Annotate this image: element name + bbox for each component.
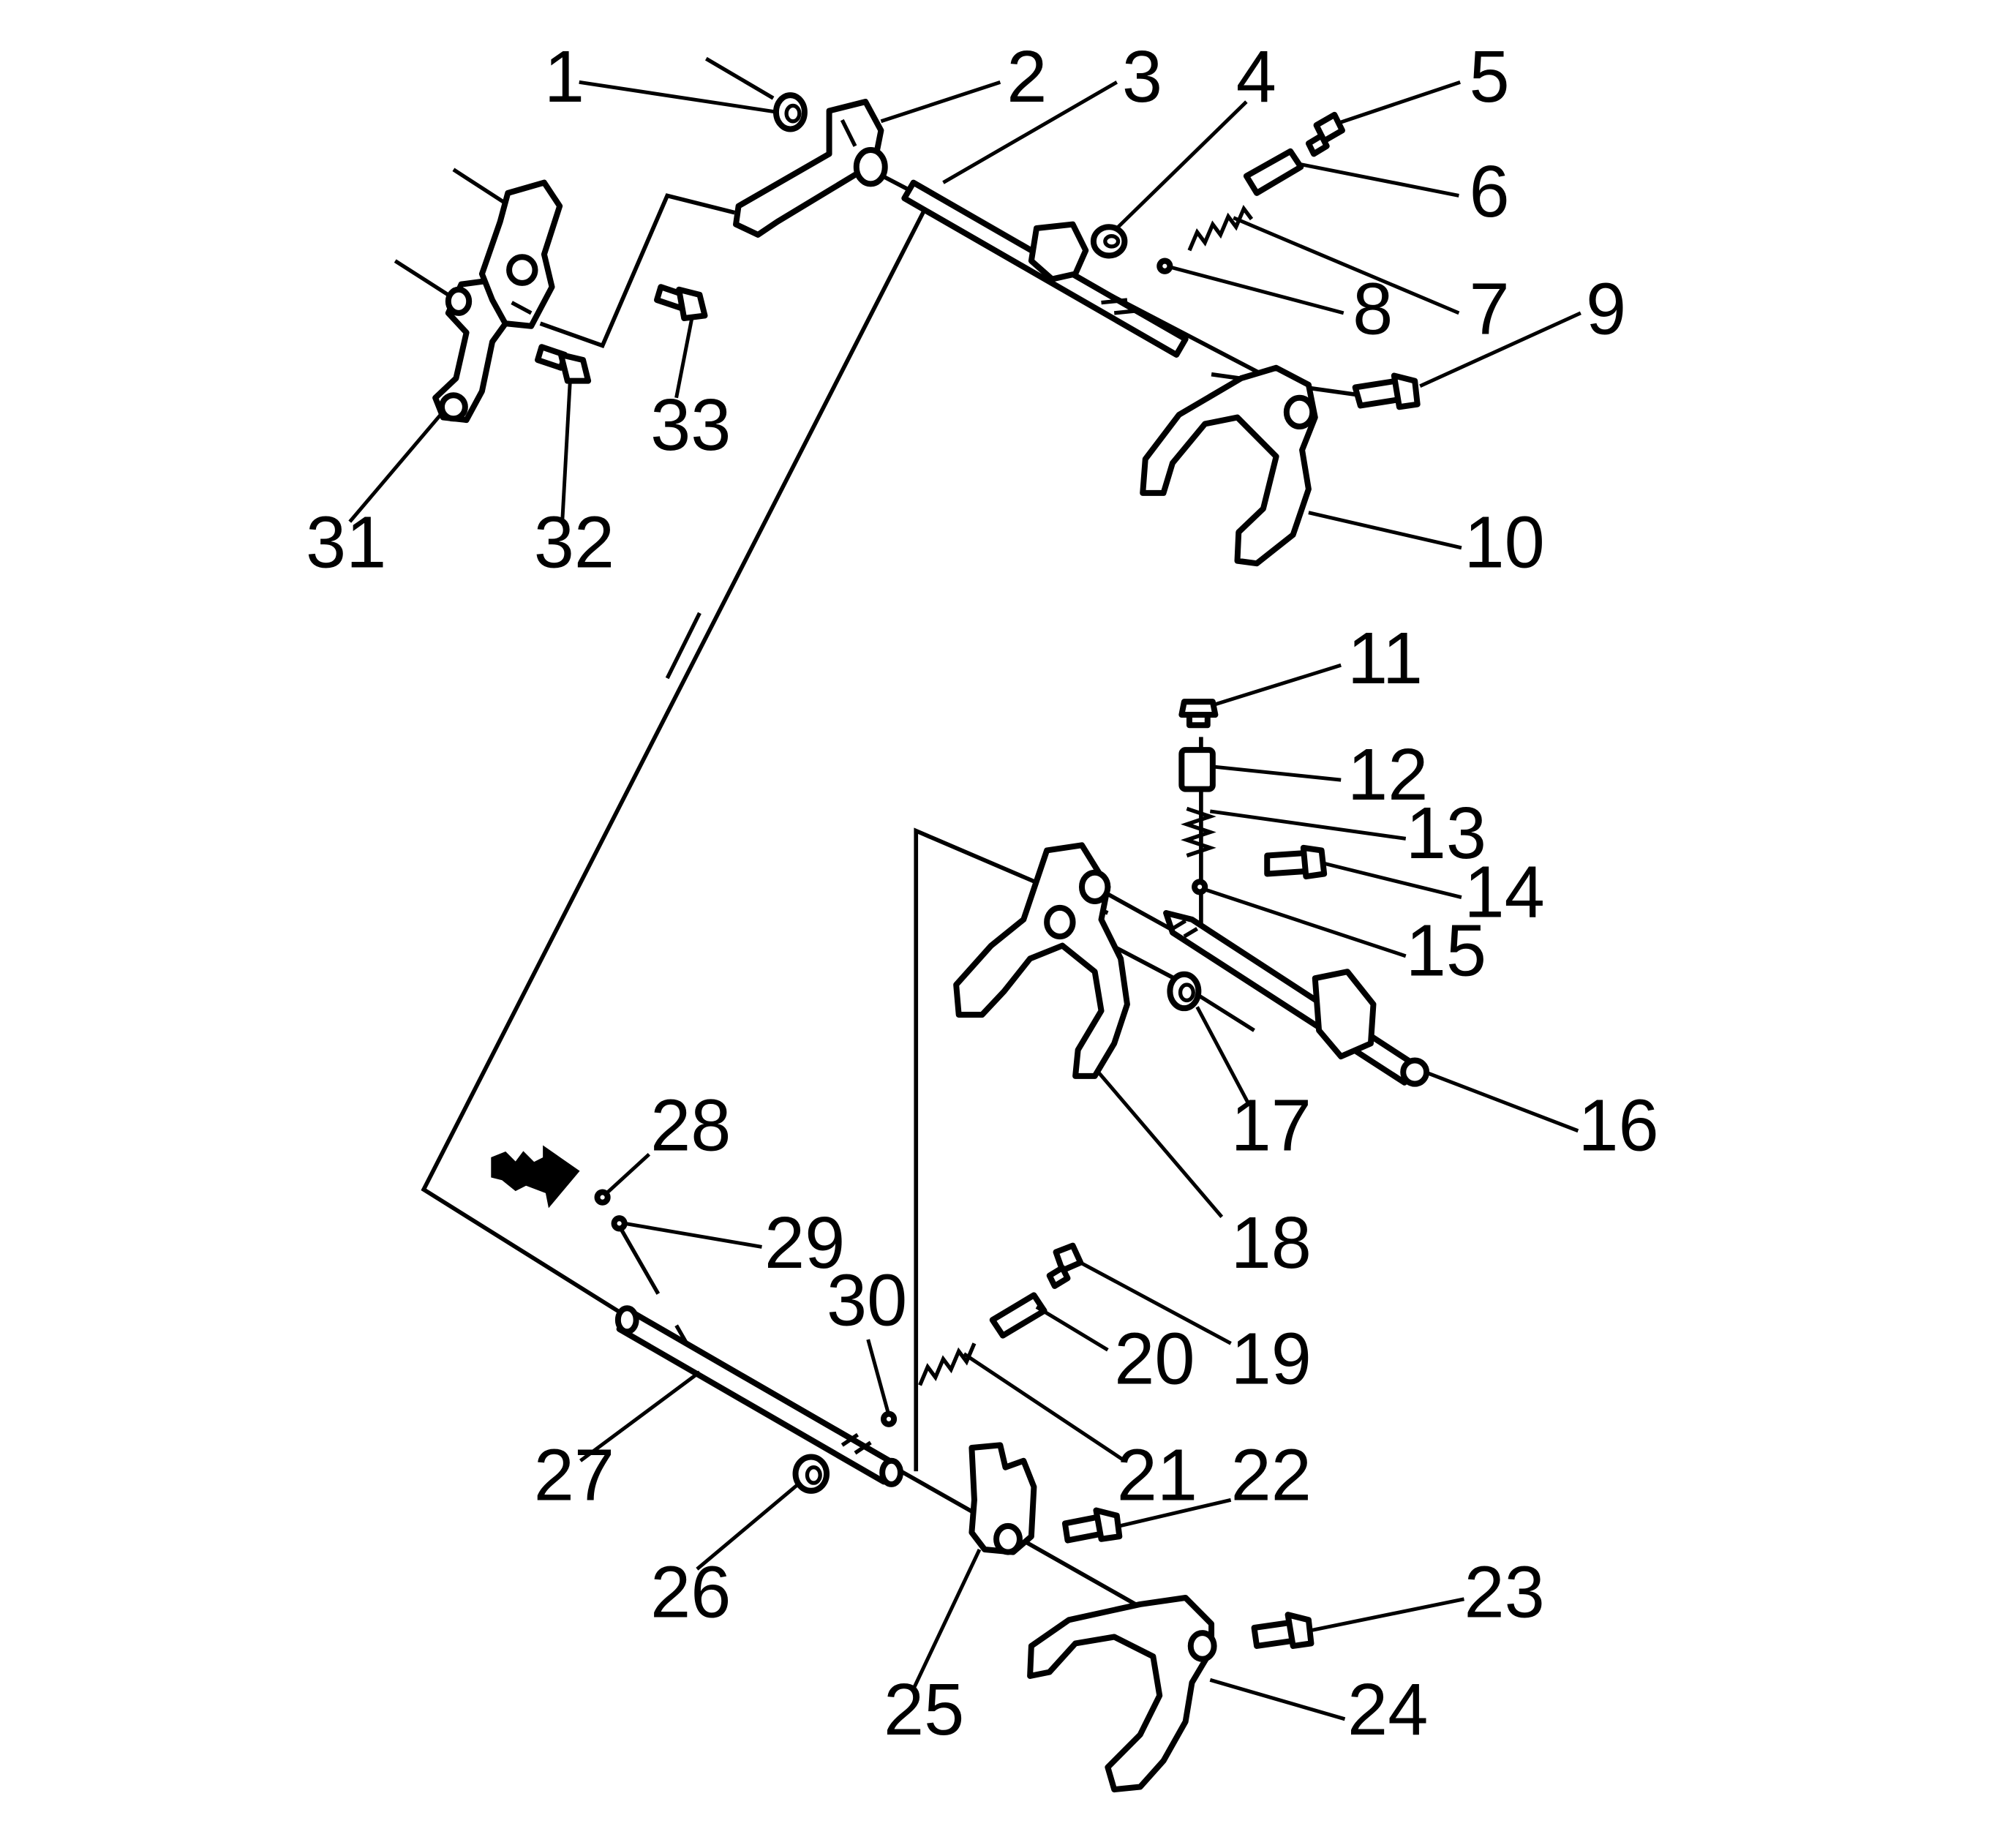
callout-31: 31: [306, 502, 386, 583]
callout-28: 28: [650, 1085, 731, 1166]
lower-rail-assembly: [491, 1145, 1314, 1793]
upper-rail-assembly: [432, 92, 1421, 567]
callout-24: 24: [1347, 1669, 1428, 1751]
part-26-washer: [792, 1454, 830, 1494]
part-19-plug: [1046, 1242, 1084, 1289]
part-23-bolt: [1251, 1612, 1314, 1649]
part-27-shift-rail: [614, 1305, 903, 1487]
callout-19: 19: [1231, 1318, 1312, 1399]
callout-4: 4: [1236, 37, 1276, 118]
callout-12: 12: [1347, 734, 1428, 816]
part-20-sleeve: [989, 1292, 1048, 1339]
callout-33: 33: [650, 385, 731, 466]
part-3-shift-rail: [901, 179, 1189, 358]
part-2-shift-lever: [733, 99, 888, 238]
callout-16: 16: [1578, 1085, 1658, 1166]
part-6-plunger-sleeve: [1243, 148, 1304, 196]
callout-26: 26: [650, 1552, 731, 1633]
callout-6: 6: [1470, 151, 1510, 233]
part-29-ball: [611, 1215, 628, 1232]
callout-23: 23: [1464, 1552, 1544, 1633]
callout-8: 8: [1353, 268, 1393, 350]
callout-1: 1: [544, 37, 584, 118]
part-5-plug: [1305, 111, 1345, 157]
callout-labels: 1 2 3 4 5 6 7 8 9 10 11 12 13 14 15 16 1…: [306, 37, 1659, 1751]
callout-15: 15: [1406, 910, 1486, 991]
part-15-ball: [1192, 879, 1208, 895]
callout-21: 21: [1117, 1435, 1197, 1516]
part-4-washer: [1090, 224, 1128, 259]
middle-rail-assembly: [953, 699, 1430, 1087]
install-direction-arrow-icon: [491, 1145, 580, 1209]
part-16-shift-rail: [1163, 909, 1430, 1087]
part-24-shift-fork: [1027, 1594, 1217, 1793]
callout-11: 11: [1347, 618, 1423, 699]
callout-25: 25: [884, 1669, 964, 1751]
part-18-shift-fork: [953, 842, 1130, 1079]
leader-lines: [348, 80, 1581, 1721]
interlock-bracket: [478, 179, 563, 329]
callout-22: 22: [1231, 1435, 1312, 1516]
part-1-clip: [772, 92, 808, 132]
callout-9: 9: [1586, 268, 1626, 350]
part-28-ball: [594, 1189, 611, 1206]
callout-27: 27: [534, 1435, 614, 1516]
callout-10: 10: [1464, 502, 1544, 583]
callout-18: 18: [1231, 1203, 1312, 1284]
part-7-spring: [1187, 204, 1254, 252]
part-12-sleeve: [1178, 747, 1216, 792]
part-32-bolt: [535, 344, 592, 384]
part-11-plug: [1178, 699, 1219, 729]
part-33-bolt: [654, 284, 708, 322]
part-8-ball: [1156, 258, 1173, 274]
callout-29: 29: [764, 1203, 845, 1284]
callout-7: 7: [1470, 268, 1510, 350]
callout-5: 5: [1470, 37, 1510, 118]
callout-30: 30: [827, 1260, 907, 1341]
part-30-ball: [880, 1410, 898, 1427]
callout-13: 13: [1406, 793, 1486, 874]
part-25-shift-lug: [968, 1442, 1037, 1555]
part-14-bolt: [1264, 844, 1328, 880]
part-10-shift-fork: [1140, 364, 1318, 567]
callout-17: 17: [1231, 1085, 1312, 1166]
part-17-clip: [1167, 971, 1202, 1012]
part-22-bolt: [1061, 1507, 1123, 1544]
callout-14: 14: [1464, 852, 1544, 933]
callout-32: 32: [534, 502, 614, 583]
part-21-spring: [918, 1342, 977, 1386]
callout-3: 3: [1122, 37, 1162, 118]
callout-20: 20: [1114, 1318, 1195, 1399]
part-9-bolt: [1352, 372, 1421, 410]
callout-2: 2: [1007, 37, 1047, 118]
part-13-spring: [1181, 806, 1216, 858]
